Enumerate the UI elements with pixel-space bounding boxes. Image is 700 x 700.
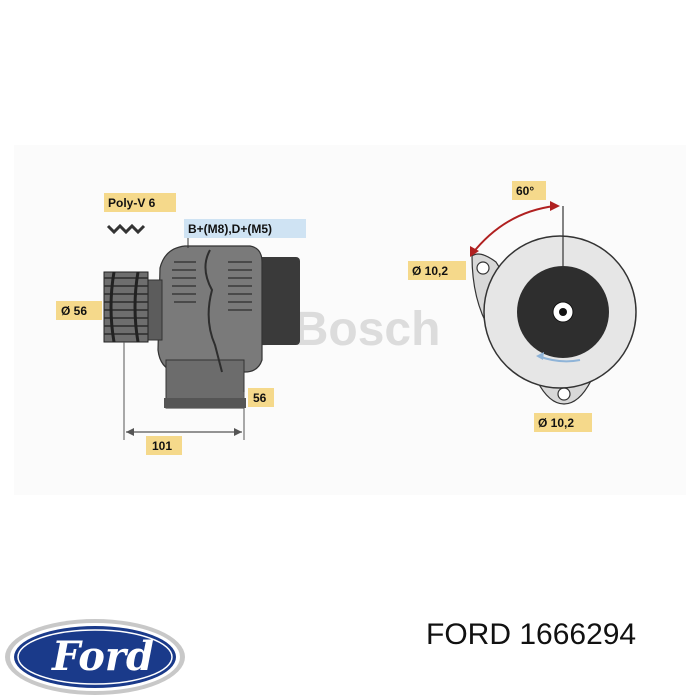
- hole-bottom-label-box: [534, 413, 592, 432]
- angle-arrowhead-top: [550, 201, 560, 211]
- terminal-label: B+(M8),D+(M5): [188, 222, 272, 236]
- belt-label-box: [104, 193, 176, 212]
- length-label-box: [146, 436, 182, 455]
- ford-logo-oval: [14, 626, 176, 688]
- alternator-side-view: Poly-V 6 B+(M8),D+(M5) Ø 56 101 56: [56, 193, 306, 455]
- length-label: 101: [152, 439, 172, 453]
- poly-v-icon: [106, 223, 146, 235]
- hole-top-label: Ø 10,2: [412, 264, 448, 278]
- hole-top-label-box: [408, 261, 466, 280]
- part-caption: FORD 1666294: [426, 618, 637, 651]
- angle-arrowhead-bottom: [470, 246, 479, 257]
- hole-top-icon: [476, 261, 490, 275]
- cooling-fins: [172, 261, 252, 311]
- height-label-box: [248, 388, 274, 407]
- height-label: 56: [253, 391, 267, 405]
- hole-bottom-icon: [557, 387, 571, 401]
- rear-cap: [258, 257, 300, 345]
- shaft-center: [559, 308, 567, 316]
- ford-logo: Ford: [5, 619, 185, 695]
- alternator-front-view: 60° Ø 10,2 Ø 10,2: [408, 181, 637, 432]
- angle-label-box: [512, 181, 546, 200]
- belt-label: Poly-V 6: [108, 196, 156, 210]
- terminal-label-box: [184, 219, 306, 238]
- arrowhead-left: [126, 428, 134, 436]
- angle-label: 60°: [516, 184, 534, 198]
- pulley-diameter-label: Ø 56: [61, 304, 87, 318]
- ford-logo-inner-line: [17, 629, 173, 685]
- angle-arc: [471, 205, 556, 255]
- arrowhead-right: [234, 428, 242, 436]
- mount-foot: [164, 398, 246, 408]
- pulley-diameter-box: [56, 301, 102, 320]
- housing-seam: [204, 249, 223, 373]
- hole-bottom-label: Ø 10,2: [538, 416, 574, 430]
- ford-logo-text: Ford: [51, 633, 154, 680]
- rotation-arrowhead: [536, 352, 544, 360]
- pulley: [103, 271, 149, 343]
